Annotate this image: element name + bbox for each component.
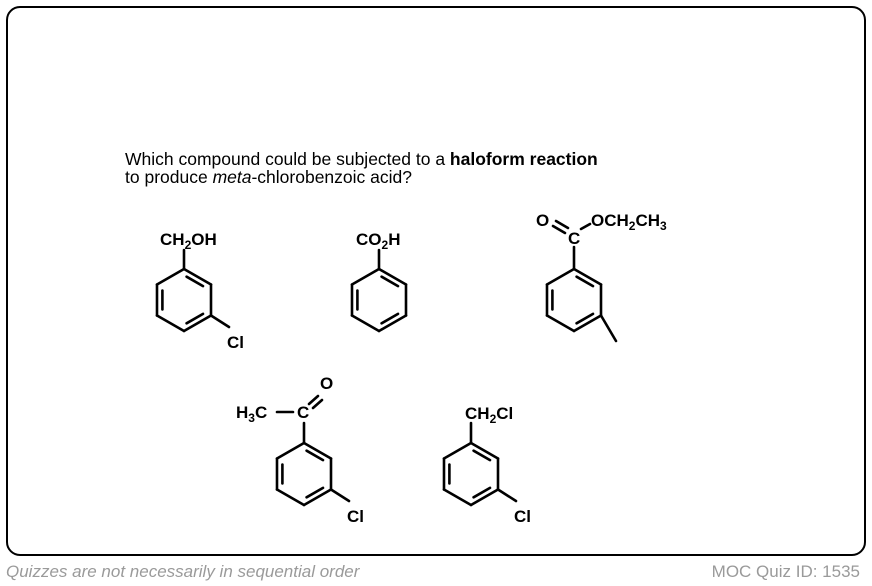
ring-bond — [182, 267, 213, 286]
double-bond — [380, 312, 400, 325]
compound-a-cl-label: Cl — [227, 333, 244, 352]
compound-c-o-label: O — [536, 211, 549, 230]
compound-a[interactable]: CH2OH Cl — [160, 230, 244, 352]
ring-bond — [377, 267, 408, 286]
methyl-bond — [599, 314, 618, 343]
ring-bond — [469, 488, 500, 507]
ring-bond — [275, 488, 306, 507]
co-double — [307, 394, 320, 406]
double-bond — [575, 275, 595, 288]
compound-e-top-label: CH2Cl — [465, 404, 513, 426]
compound-d[interactable]: H3C C O Cl — [236, 374, 364, 526]
quiz-id: MOC Quiz ID: 1535 — [711, 562, 860, 581]
cl-bond — [209, 314, 231, 329]
cl-bond — [496, 488, 518, 503]
compound-b-top-label: CO2H — [356, 230, 400, 252]
double-bond — [305, 449, 325, 462]
question-line2-end: -chlorobenzoic acid? — [251, 167, 412, 187]
cl-bond — [329, 488, 351, 503]
question-line2: to produce — [125, 167, 213, 187]
compound-b[interactable]: CO2H — [356, 230, 400, 252]
compound-d-methyl-label: H3C — [236, 403, 267, 425]
question-emphasis: haloform reaction — [449, 149, 598, 169]
ring-bond — [572, 267, 603, 286]
co-double — [554, 219, 570, 230]
ring-bond — [302, 488, 333, 507]
ring-bond — [377, 314, 408, 333]
ring-bond — [350, 267, 381, 286]
double-bond — [185, 312, 205, 325]
ring-bond — [572, 314, 603, 333]
compound-e[interactable]: CH2Cl Cl — [465, 404, 531, 526]
ring-bond — [155, 314, 186, 333]
ring-bond — [350, 314, 381, 333]
double-bond — [472, 486, 492, 499]
compound-c-ester-label: OCH2CH3 — [591, 211, 667, 233]
ring-bond — [275, 441, 306, 460]
ring-bond — [302, 441, 333, 460]
compound-d-cl-label: Cl — [347, 507, 364, 526]
double-bond — [472, 449, 492, 462]
co-double — [311, 398, 324, 410]
ring-bond — [442, 488, 473, 507]
double-bond — [575, 312, 595, 325]
question-italic: meta — [212, 167, 252, 187]
double-bond — [380, 275, 400, 288]
double-bond — [185, 275, 205, 288]
ester-bond — [579, 222, 592, 231]
compound-d-o-label: O — [320, 374, 333, 393]
ring-bond — [545, 314, 576, 333]
compound-c[interactable]: O C OCH2CH3 — [536, 211, 667, 248]
double-bond — [305, 486, 325, 499]
footer-note: Quizzes are not necessarily in sequentia… — [6, 562, 360, 581]
compound-c-c-label: C — [568, 229, 580, 248]
compound-a-top-label: CH2OH — [160, 230, 217, 252]
ring-bond — [442, 441, 473, 460]
ring-bond — [155, 267, 186, 286]
ring-bond — [182, 314, 213, 333]
co-double — [551, 224, 567, 235]
compound-e-cl-label: Cl — [514, 507, 531, 526]
ring-bond — [545, 267, 576, 286]
compound-d-c-label: C — [297, 403, 309, 422]
quiz-card-frame — [6, 6, 866, 556]
question-line1: Which compound could be subjected to a — [125, 149, 450, 169]
question-text: Which compound could be subjected to a h… — [125, 150, 598, 186]
ring-bond — [469, 441, 500, 460]
